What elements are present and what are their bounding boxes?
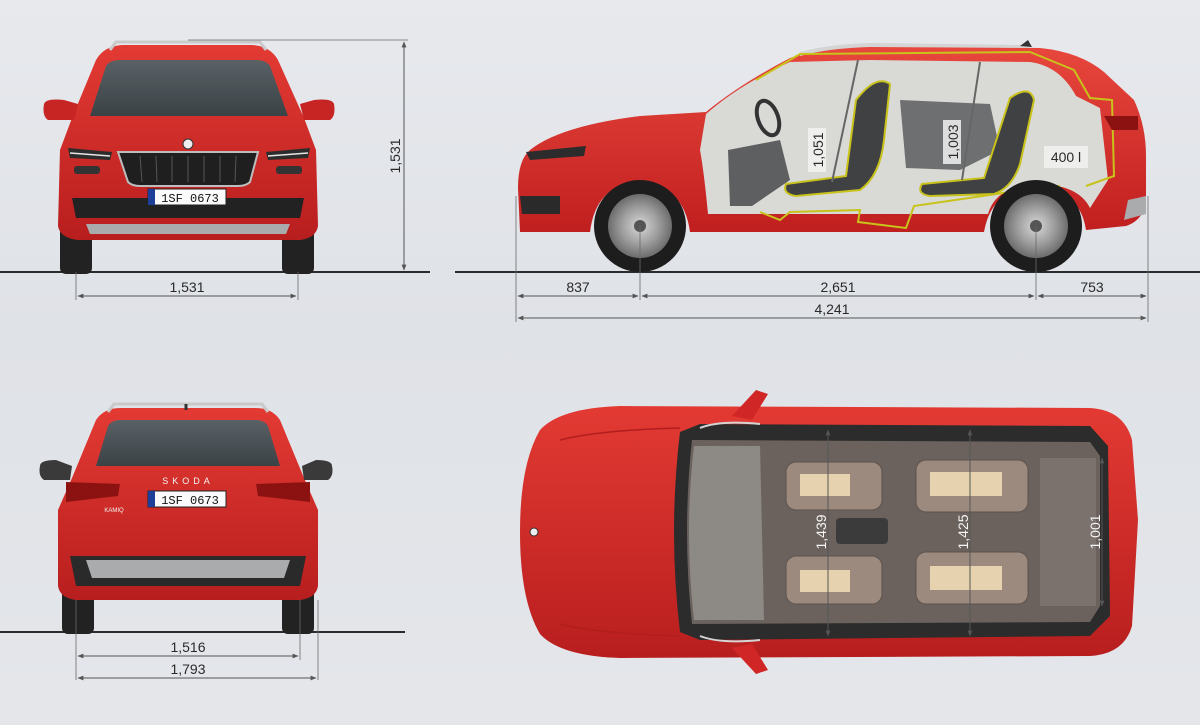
left-mirror — [43, 99, 78, 120]
front-headroom-line — [831, 59, 859, 183]
boot-width-label: 1,001 — [1087, 514, 1103, 549]
skoda-logo-icon — [182, 138, 194, 150]
width-label: 1,793 — [170, 661, 205, 677]
side-rear-diffuser — [1124, 196, 1146, 220]
windshield — [90, 60, 288, 116]
rear-roof-rails — [106, 402, 270, 413]
front-plate-text: 1SF 0673 — [161, 192, 219, 206]
rear-headroom-label: 1,003 — [945, 124, 961, 159]
rear-model-badge: KAMIQ — [104, 508, 124, 514]
length-label: 4,241 — [814, 301, 849, 317]
height-label: 1,531 — [387, 138, 403, 173]
cabin-outline — [755, 50, 1116, 230]
rear-headroom-line — [961, 61, 981, 181]
top-left-mirror — [732, 390, 768, 420]
side-taillight — [1104, 116, 1138, 130]
rear-elbow-label: 1,425 — [955, 514, 971, 549]
side-headlight — [526, 146, 586, 160]
rear-diffuser — [86, 560, 290, 578]
rear-view: SKODA KAMIQ 1SF 0673 1,516 1,793 — [0, 402, 405, 681]
front-seat — [784, 80, 892, 198]
front-track-label: 1,531 — [169, 279, 204, 295]
wheelbase-label: 2,651 — [820, 279, 855, 295]
rear-left-mirror — [39, 460, 72, 480]
lower-bumper — [72, 198, 304, 218]
rear-overhang-label: 753 — [1080, 279, 1104, 295]
skid-plate — [86, 224, 290, 234]
right-mirror — [300, 99, 335, 120]
front-elbow-label: 1,439 — [813, 514, 829, 549]
side-front-bumper-trim — [520, 196, 560, 214]
top-view: 1,439 1,425 1,001 — [520, 390, 1138, 674]
rear-left-taillight — [66, 482, 120, 502]
center-console — [836, 518, 888, 544]
front-footwell — [728, 140, 790, 206]
rear-window — [96, 420, 280, 466]
rear-plate-text: 1SF 0673 — [161, 494, 219, 508]
rear-seat — [919, 90, 1036, 198]
boot-label-bg — [1044, 146, 1088, 168]
boot-volume-label: 400 l — [1051, 149, 1081, 165]
steering-wheel-icon — [754, 98, 782, 138]
top-boot-floor — [1040, 458, 1096, 606]
side-roof-rail — [800, 43, 1030, 56]
roof-rails — [108, 40, 268, 51]
rear-right-mirror — [302, 460, 333, 480]
front-view: 1SF 0673 1,531 1,531 — [0, 39, 430, 300]
side-view: 1,051 1,003 400 l 837 — [455, 40, 1200, 322]
rear-right-taillight — [256, 482, 310, 502]
front-headroom-label: 1,051 — [810, 132, 826, 167]
rear-skoda-lettering: SKODA — [162, 476, 214, 486]
rear-track-label: 1,516 — [170, 639, 205, 655]
top-right-mirror — [732, 644, 768, 674]
dashboard — [689, 446, 764, 620]
front-overhang-label: 837 — [566, 279, 590, 295]
top-front-seats — [785, 461, 883, 605]
